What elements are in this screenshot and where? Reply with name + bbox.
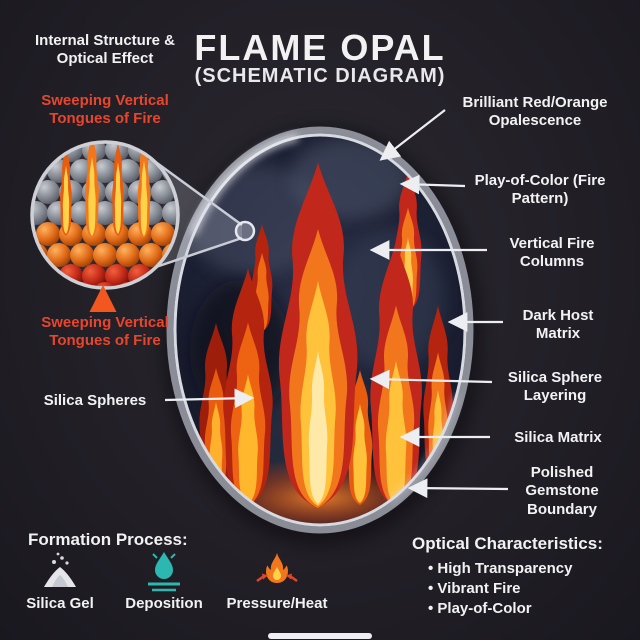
leader-lines [164, 109, 509, 499]
silica-spheres-illustration [32, 142, 178, 288]
formation-item-label: Silica Gel [26, 595, 94, 612]
label-dark-host-matrix: Dark Host Matrix [522, 307, 594, 343]
optical-item-vibrant-fire: • Vibrant Fire [428, 580, 521, 597]
arrow-gemstone-boundary [407, 478, 509, 499]
label-silica-spheres: Silica Spheres [43, 392, 147, 409]
arrow-silica-spheres [164, 388, 255, 409]
flame-pressure-icon [256, 553, 298, 583]
inset-internal-structure [30, 140, 180, 290]
formation-item-label: Deposition [125, 595, 203, 612]
formation-item-label: Pressure/Heat [226, 595, 328, 612]
formation-item-deposition: Deposition [118, 549, 210, 612]
formation-item-silica-gel: Silica Gel [14, 549, 106, 612]
inset-label-bottom: Sweeping Vertical Tongues of Fire [41, 314, 169, 350]
arrow-play-of-color [399, 174, 466, 195]
magnifier-target-circle [234, 220, 256, 242]
droplet-deposition-icon [148, 552, 180, 592]
flame-opal-illustration [166, 126, 474, 534]
optical-heading: Optical Characteristics: [412, 534, 603, 553]
arrow-opalescence [379, 109, 446, 161]
inset-label-top: Sweeping Vertical Tongues of Fire [41, 92, 169, 128]
optical-item-transparency: • High Transparency [428, 560, 573, 577]
label-opalescence: Brilliant Red/Orange Opalescence [462, 94, 608, 130]
powder-pile-icon [44, 552, 76, 587]
label-fire-columns: Vertical Fire Columns [509, 235, 595, 271]
optical-item-play-of-color: • Play-of-Color [428, 600, 532, 617]
page-subtitle: (SCHEMATIC DIAGRAM) [194, 65, 446, 87]
arrow-sphere-layering [369, 369, 493, 390]
label-play-of-color: Play-of-Color (Fire Pattern) [474, 172, 606, 208]
formation-item-pressure-heat: Pressure/Heat [222, 549, 332, 612]
formation-heading: Formation Process: [28, 530, 188, 549]
label-sphere-layering: Silica Sphere Layering [507, 369, 603, 405]
bottom-bar [268, 633, 372, 639]
page-title: FLAME OPAL [194, 27, 446, 68]
label-gemstone-boundary: Polished Gemstone Boundary [525, 464, 599, 518]
label-silica-matrix: Silica Matrix [514, 429, 602, 446]
inset-heading: Internal Structure & Optical Effect [34, 32, 176, 68]
formation-items: Silica Gel Deposition Pressure/Heat [14, 549, 332, 612]
